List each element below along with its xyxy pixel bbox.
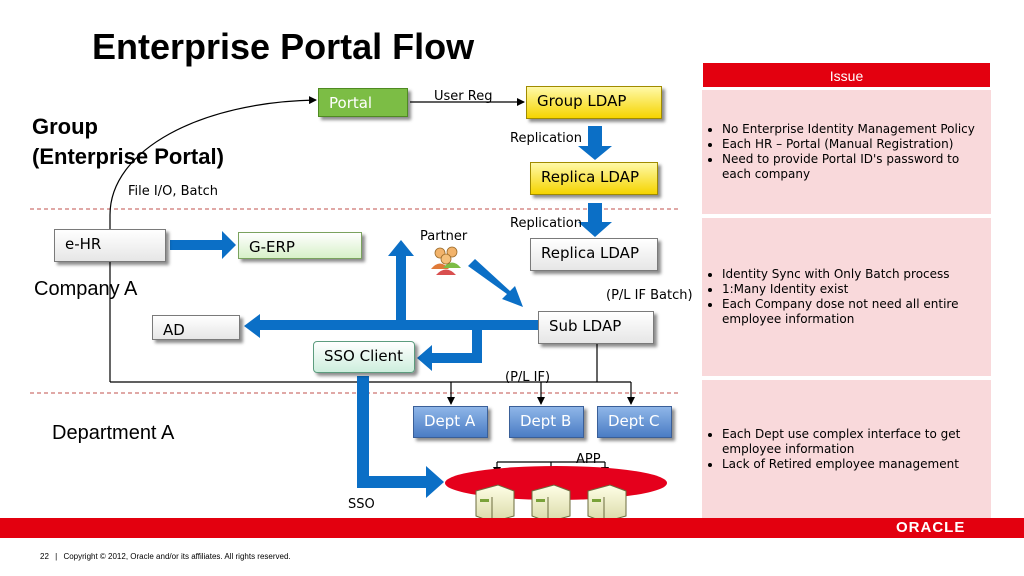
replica-ldap-box-1: Replica LDAP <box>530 162 658 195</box>
ad-box: AD <box>152 315 240 340</box>
group-ldap-box: Group LDAP <box>526 86 662 119</box>
issue-item: Identity Sync with Only Batch process <box>722 267 985 282</box>
replication-arrow-2 <box>578 203 612 237</box>
oracle-logo: ORACLE <box>896 519 966 536</box>
partner-label: Partner <box>420 229 468 244</box>
portal-box: Portal <box>318 88 408 117</box>
group-label: Group (Enterprise Portal) <box>32 112 224 172</box>
footer-text: 22 | Copyright © 2012, Oracle and/or its… <box>40 552 291 561</box>
issue-row-1: No Enterprise Identity Management Policy… <box>702 90 991 216</box>
partner-arrow <box>468 259 523 307</box>
replication-label-2: Replication <box>510 216 582 231</box>
sub-ldap-box: Sub LDAP <box>538 311 654 344</box>
sso-client-box: SSO Client <box>313 341 415 373</box>
dept-a-box: Dept A <box>413 406 488 438</box>
blue-arrows <box>170 126 612 498</box>
partner-icon <box>431 246 461 275</box>
page-title: Enterprise Portal Flow <box>92 26 475 67</box>
app-label: APP <box>576 452 601 467</box>
sso-arrow <box>357 376 444 498</box>
issue-row-3: Each Dept use complex interface to get e… <box>702 380 991 520</box>
footer-red-bar <box>0 518 1024 538</box>
ehr-to-gerp-arrow <box>170 231 236 259</box>
server-icon-1 <box>475 484 515 523</box>
pl-if-batch-label: (P/L IF Batch) <box>606 288 693 303</box>
file-io-curve <box>109 96 317 382</box>
issue-row-2: Identity Sync with Only Batch process 1:… <box>702 218 991 378</box>
pl-if-label: (P/L IF) <box>505 370 551 385</box>
issue-item: Need to provide Portal ID's password to … <box>722 152 985 182</box>
server-icon-2 <box>531 484 571 523</box>
issue-item: Each Dept use complex interface to get e… <box>722 427 985 457</box>
dept-b-box: Dept B <box>509 406 584 438</box>
ehr-box: e-HR <box>54 229 166 262</box>
gerp-box: G-ERP <box>238 232 362 259</box>
user-reg-label: User Reg <box>434 89 493 104</box>
issue-item: No Enterprise Identity Management Policy <box>722 122 985 137</box>
issue-item: Each Company dose not need all entire em… <box>722 297 985 327</box>
copyright: Copyright © 2012, Oracle and/or its affi… <box>63 552 291 561</box>
issue-item: Each HR – Portal (Manual Registration) <box>722 137 985 152</box>
page-number: 22 <box>40 552 49 561</box>
sub-ldap-to-ad-arrow <box>244 314 538 338</box>
issue-item: Lack of Retired employee management <box>722 457 985 472</box>
issue-item: 1:Many Identity exist <box>722 282 985 297</box>
group-label-line2: (Enterprise Portal) <box>32 144 224 169</box>
dept-c-box: Dept C <box>597 406 672 438</box>
to-gerp-arrow <box>388 240 414 322</box>
replication-label-1: Replication <box>510 131 582 146</box>
company-zone-label: Company A <box>34 278 138 300</box>
to-sso-client-arrow <box>417 330 482 371</box>
replication-arrow-1 <box>578 126 612 160</box>
server-icon-3 <box>587 484 627 523</box>
department-zone-label: Department A <box>52 422 175 444</box>
group-label-line1: Group <box>32 114 98 139</box>
issue-header: Issue <box>702 62 991 88</box>
sso-label: SSO <box>348 497 375 512</box>
replica-ldap-box-2: Replica LDAP <box>530 238 658 271</box>
file-io-label: File I/O, Batch <box>128 184 218 199</box>
